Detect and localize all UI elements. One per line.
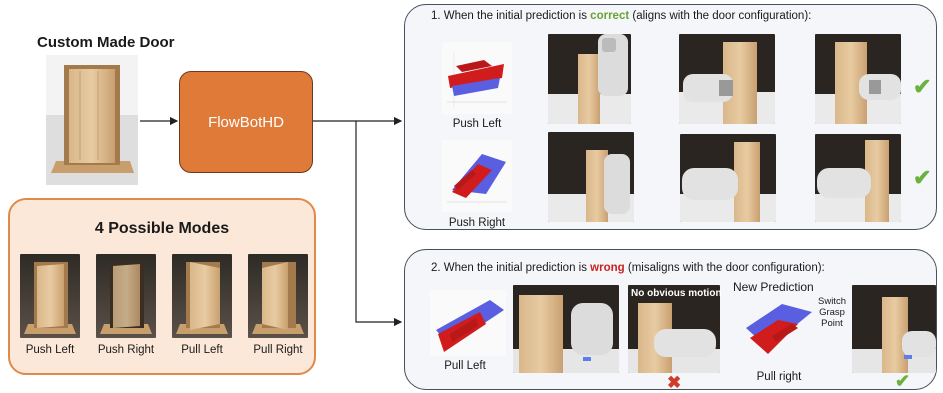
door-title: Custom Made Door (37, 34, 175, 51)
robot-frame-row1-end (815, 34, 901, 124)
mode-label: Pull Left (181, 344, 223, 356)
correct-panel-title: 1. When the initial prediction is correc… (431, 10, 812, 22)
robot-frame-wrong-end (852, 285, 936, 373)
robot-frame-row2-end (815, 134, 901, 222)
new-prediction-caption: Pull right (756, 371, 802, 383)
robot-frame-no-motion (628, 285, 720, 373)
prediction-label: Pull Left (444, 360, 486, 372)
robot-frame-row2-start (548, 132, 634, 222)
flowbothd-model-box: FlowBotHD (179, 71, 313, 173)
new-prediction-label: New Prediction (733, 280, 814, 294)
check-icon: ✔ (913, 74, 932, 99)
mode-label: Push Right (97, 344, 155, 356)
wrong-keyword: wrong (590, 262, 625, 274)
flow-prediction-push-left (442, 42, 512, 114)
x-icon: ✖ (667, 373, 682, 392)
prediction-label: Push Left (452, 118, 502, 130)
robot-frame-row1-start (548, 34, 631, 124)
flow-prediction-pull-left (430, 290, 506, 356)
custom-door-photo (46, 55, 138, 185)
mode-thumb-push-right (96, 254, 156, 338)
wrong-panel-title: 2. When the initial prediction is wrong … (431, 262, 825, 274)
robot-frame-row2-mid (680, 134, 776, 222)
flow-prediction-push-right (442, 140, 512, 212)
correct-keyword: correct (590, 10, 630, 22)
mode-thumb-push-left (20, 254, 80, 338)
mode-label: Pull Right (253, 344, 303, 356)
flow-prediction-pull-right (742, 298, 814, 360)
robot-frame-row1-mid (679, 34, 775, 124)
no-motion-label: No obvious motion (631, 288, 722, 299)
modes-title: 4 Possible Modes (94, 220, 230, 237)
prediction-label: Push Right (448, 217, 506, 229)
mode-thumb-pull-right (248, 254, 308, 338)
check-icon: ✔ (895, 371, 911, 391)
arrow-model-split (312, 120, 403, 327)
mode-label: Push Left (25, 344, 75, 356)
switch-grasp-point-label: Switch Grasp Point (818, 296, 846, 329)
mode-thumb-pull-left (172, 254, 232, 338)
check-icon: ✔ (913, 165, 932, 190)
robot-frame-wrong-start (513, 285, 619, 373)
